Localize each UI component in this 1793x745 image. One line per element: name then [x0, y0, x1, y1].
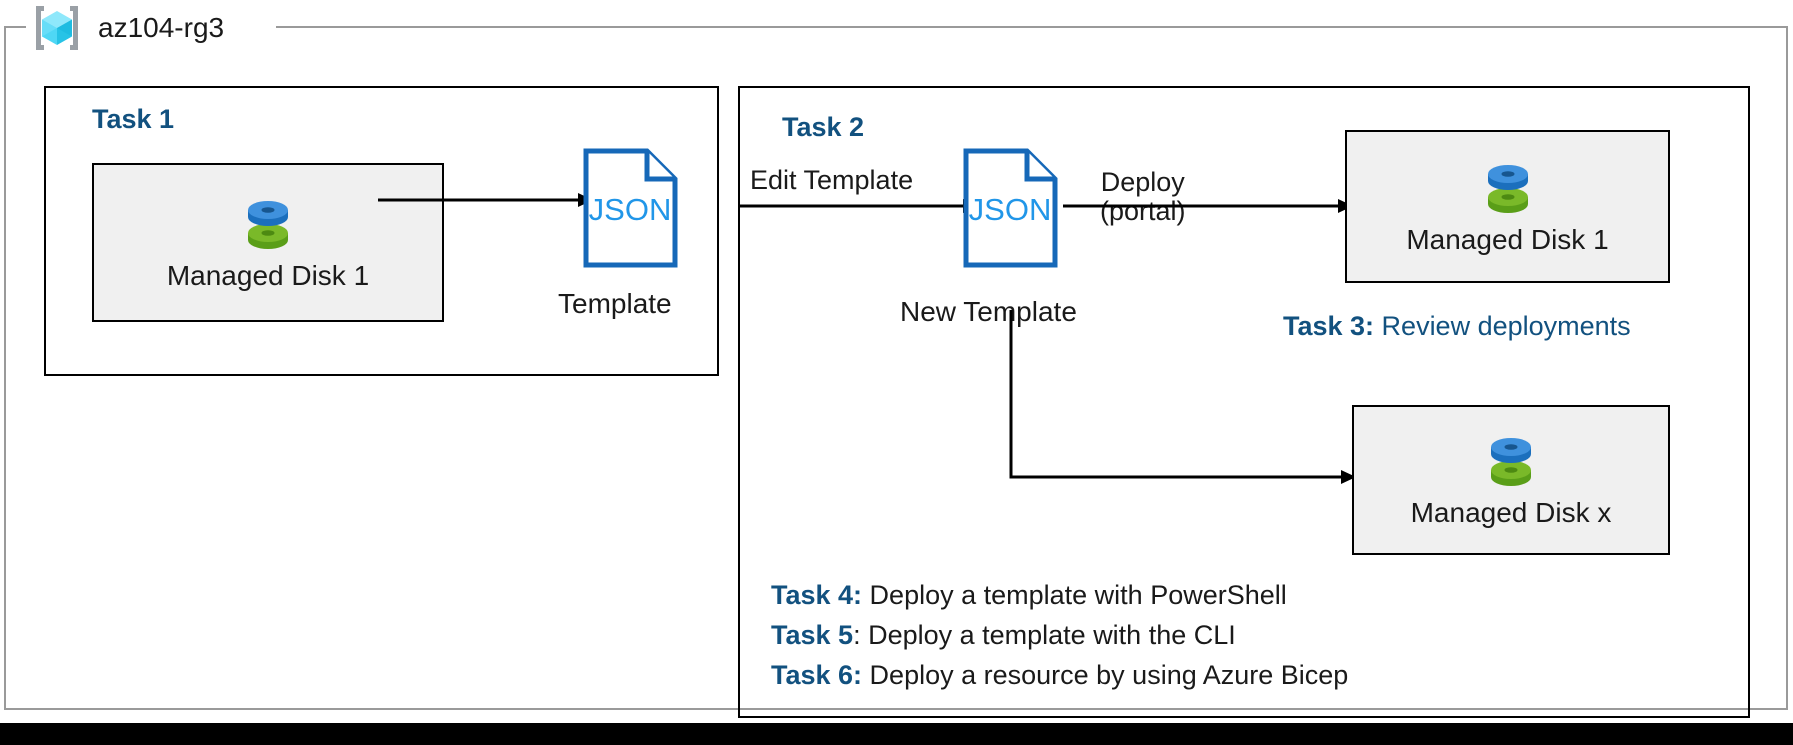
edit-template-arrow-label: Edit Template [750, 165, 914, 195]
task-3-label: Task 3: [1283, 311, 1375, 341]
managed-disk-icon [240, 194, 296, 256]
arrow-template-to-new-template [738, 196, 978, 216]
template-caption: Template [558, 288, 672, 319]
svg-text:JSON: JSON [969, 192, 1052, 227]
task-5-note: Task 5: Deploy a template with the CLI [771, 618, 1236, 653]
task-2-group-box [738, 86, 1750, 718]
json-new-template-icon-task2[interactable]: JSON [963, 148, 1058, 268]
azure-resource-group-icon [30, 3, 84, 53]
resource-group-header: az104-rg3 [30, 2, 224, 54]
json-template-icon-task1[interactable]: JSON [583, 148, 678, 268]
task-1-heading: Task 1 [92, 104, 175, 134]
task-4-label: Task 4: [771, 580, 863, 610]
elbow-arrow-new-template-to-managed-disk-x [1008, 310, 1358, 490]
task-6-text: Deploy a resource by using Azure Bicep [862, 660, 1349, 690]
svg-text:JSON: JSON [589, 192, 672, 227]
managed-disk-x-tile[interactable]: Managed Disk x [1352, 405, 1670, 555]
managed-disk-icon [1483, 431, 1539, 493]
arrow-disk-to-template [378, 190, 593, 210]
task-5-label: Task 5 [771, 620, 854, 650]
task-5-text: : Deploy a template with the CLI [853, 620, 1236, 650]
task-4-text: Deploy a template with PowerShell [862, 580, 1287, 610]
new-template-caption: New Template [900, 296, 1077, 327]
deploy-arrow-label-line1: Deploy [1100, 167, 1185, 197]
managed-disk-1-caption-task2: Managed Disk 1 [1406, 223, 1609, 255]
bottom-black-bar [0, 723, 1793, 745]
deploy-arrow-label: Deploy (portal) [1100, 167, 1186, 227]
resource-group-frame [4, 26, 1788, 710]
task-3-text: Review deployments [1374, 311, 1631, 341]
managed-disk-1-tile-task2[interactable]: Managed Disk 1 [1345, 130, 1670, 283]
task-6-label: Task 6: [771, 660, 863, 690]
managed-disk-1-caption-task1: Managed Disk 1 [166, 259, 370, 291]
task-3-note: Task 3: Review deployments [1283, 309, 1631, 344]
deploy-arrow-label-line2: (portal) [1100, 196, 1186, 227]
managed-disk-icon [1480, 158, 1536, 220]
task-2-heading: Task 2 [782, 112, 865, 142]
arrow-new-template-to-managed-disk-1 [1063, 196, 1353, 216]
task-6-note: Task 6: Deploy a resource by using Azure… [771, 658, 1348, 693]
managed-disk-x-caption: Managed Disk x [1410, 497, 1612, 528]
task-4-note: Task 4: Deploy a template with PowerShel… [771, 578, 1287, 613]
resource-group-name: az104-rg3 [98, 12, 225, 43]
task-1-group-box [44, 86, 719, 376]
managed-disk-1-tile-task1[interactable]: Managed Disk 1 [92, 163, 444, 322]
